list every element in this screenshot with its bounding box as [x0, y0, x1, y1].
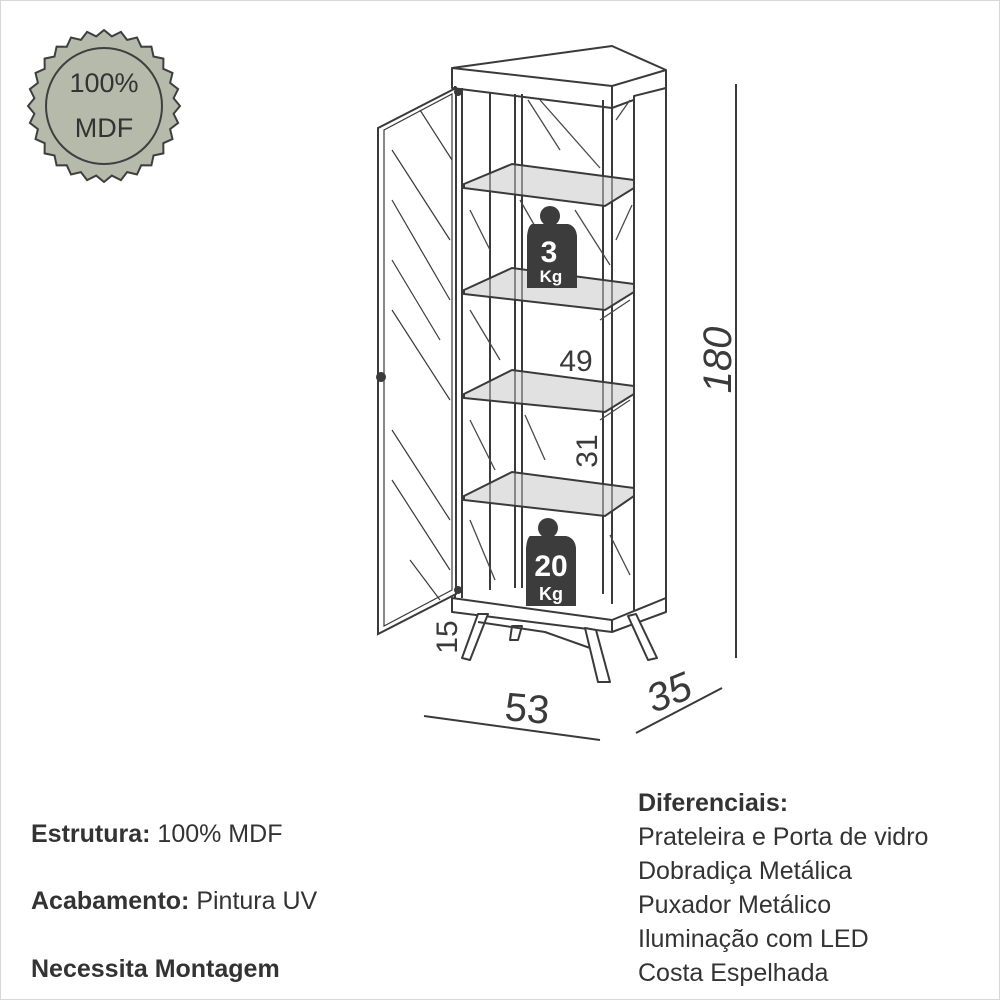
spec-estrutura: Estrutura: 100% MDF [31, 819, 282, 849]
spec-montagem-label: Necessita Montagem [31, 955, 280, 983]
spec-acabamento-value: Pintura UV [196, 887, 318, 915]
shelf-3 [463, 368, 635, 414]
spec-acabamento-label: Acabamento: [31, 887, 190, 915]
diferencial-item: Iluminação com LED [638, 925, 869, 953]
weight-3-unit: Kg [540, 267, 563, 286]
badge-line1: 100% [69, 68, 138, 98]
dim-shelf-gap-lower: 31 [571, 434, 604, 467]
weight-20-unit: Kg [539, 584, 563, 604]
door-handle-icon [376, 372, 386, 382]
weight-3kg-icon: 3 Kg [527, 206, 577, 288]
dim-depth: 35 [640, 664, 698, 722]
dimension-lines [423, 84, 737, 741]
shelf-2 [463, 266, 635, 312]
diferenciais-list: Diferenciais: Prateleira e Porta de vidr… [638, 786, 928, 990]
spec-acabamento: Acabamento: Pintura UV [31, 886, 317, 916]
diferenciais-title: Diferenciais: [638, 789, 789, 817]
dim-feet: 15 [431, 620, 464, 653]
weight-20kg-icon: 20 Kg [526, 518, 576, 606]
weight-20-value: 20 [534, 550, 567, 583]
glass-shelves [463, 162, 635, 518]
glass-door [376, 86, 462, 636]
shelf-1 [463, 162, 635, 208]
mdf-badge: 100% MDF [26, 28, 182, 184]
dim-height: 180 [696, 327, 740, 394]
diferencial-item: Puxador Metálico [638, 891, 832, 919]
badge-line2: MDF [75, 113, 133, 143]
glass-reflections [469, 99, 633, 581]
diferencial-item: Costa Espelhada [638, 959, 829, 987]
diferencial-item: Prateleira e Porta de vidro [638, 823, 929, 851]
dim-width: 53 [503, 685, 551, 733]
diferencial-item: Dobradiça Metálica [638, 857, 852, 885]
spec-montagem: Necessita Montagem [31, 954, 280, 984]
spec-estrutura-value: 100% MDF [157, 820, 283, 848]
shelf-4 [463, 470, 635, 518]
dim-shelf-gap-upper: 49 [559, 345, 592, 378]
spec-estrutura-label: Estrutura: [31, 820, 151, 848]
weight-3-value: 3 [541, 236, 558, 269]
